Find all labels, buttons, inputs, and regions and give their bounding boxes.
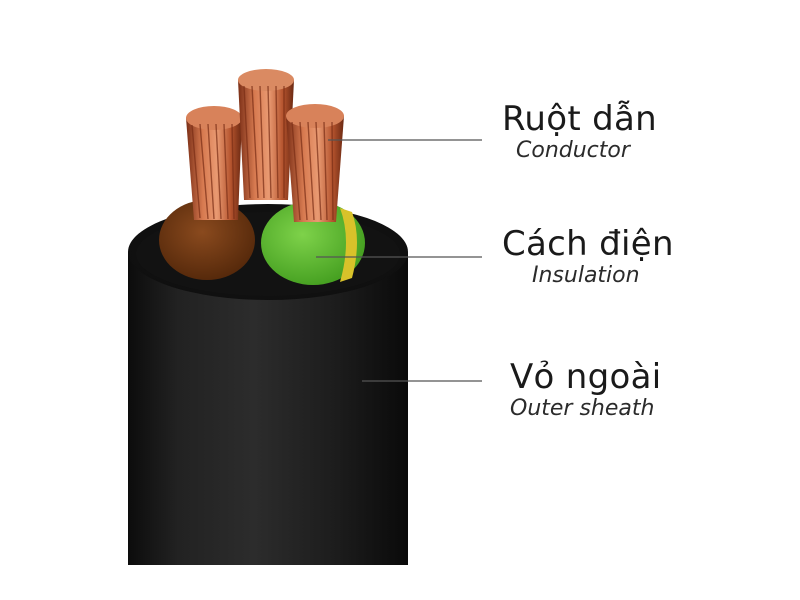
label-sheath-en: Outer sheath bbox=[510, 396, 655, 421]
outer-sheath-body bbox=[128, 252, 408, 565]
label-sheath: Vỏ ngoài Outer sheath bbox=[510, 358, 661, 422]
label-conductor: Ruột dẫn Conductor bbox=[502, 100, 657, 164]
conductor-left bbox=[186, 106, 242, 220]
insulation-green bbox=[261, 201, 365, 285]
label-sheath-vi: Vỏ ngoài bbox=[510, 357, 662, 397]
label-conductor-vi: Ruột dẫn bbox=[502, 99, 657, 139]
conductor-right bbox=[286, 104, 344, 222]
label-insulation-vi: Cách điện bbox=[502, 224, 674, 264]
label-insulation: Cách điện Insulation bbox=[502, 225, 674, 289]
label-conductor-en: Conductor bbox=[516, 138, 630, 163]
insulation-yellow-stripe bbox=[340, 208, 357, 282]
conductor-center bbox=[238, 69, 294, 200]
label-insulation-en: Insulation bbox=[532, 263, 640, 288]
